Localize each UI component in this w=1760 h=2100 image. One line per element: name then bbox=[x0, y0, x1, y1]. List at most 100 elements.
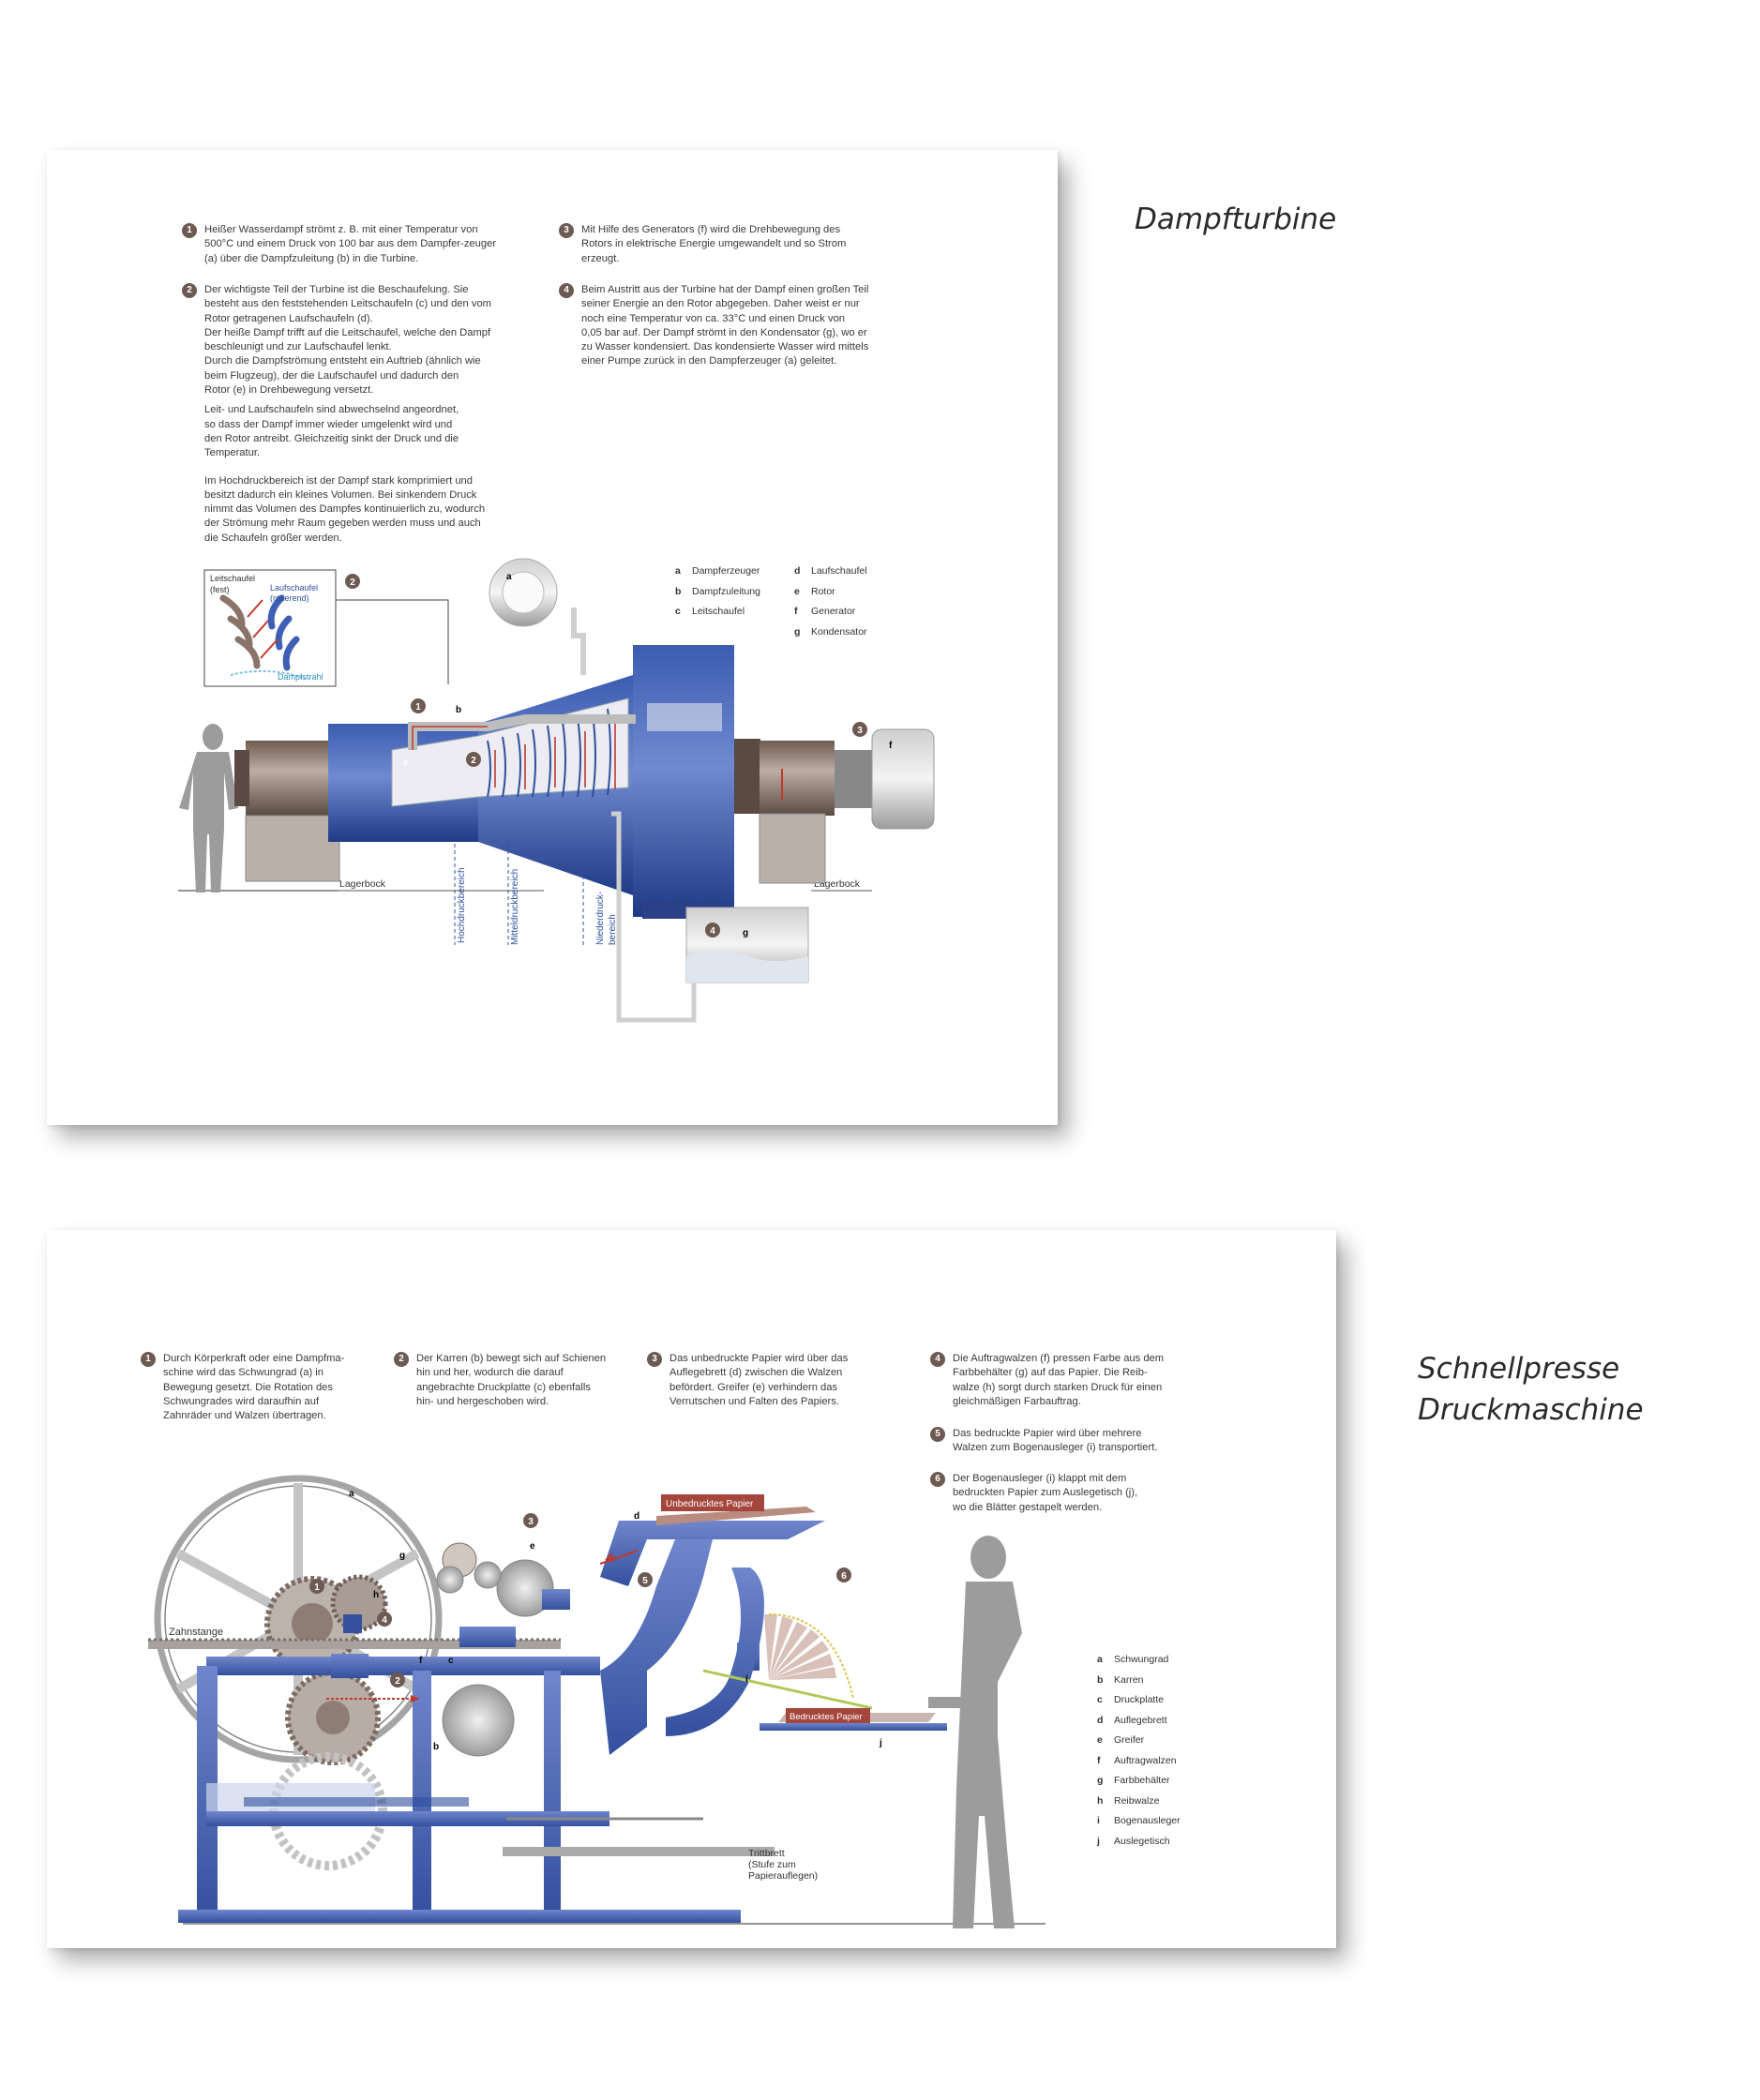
press-sheet: 1 Durch Körperkraft oder eine Dampfma- s… bbox=[47, 1230, 1336, 1948]
niederdruck-label-1: Niederdruck- bbox=[595, 892, 606, 945]
step-text: Der wichtigste Teil der Turbine ist die … bbox=[204, 284, 491, 397]
sheet-delivery-fan bbox=[764, 1614, 836, 1680]
step-text-continued: Leit- und Laufschaufeln sind abwechselnd… bbox=[204, 404, 459, 459]
badge-label: 1 bbox=[415, 702, 421, 712]
step-number-badge: 6 bbox=[930, 1472, 945, 1487]
badge-label: 2 bbox=[471, 756, 476, 766]
press-heading-line2: Druckmaschine bbox=[1418, 1393, 1644, 1427]
rollers bbox=[331, 1542, 570, 1678]
label-b: b bbox=[456, 705, 461, 715]
label-d: d bbox=[634, 1511, 639, 1522]
step-number-badge: 4 bbox=[930, 1352, 945, 1367]
step-number-badge: 5 bbox=[930, 1427, 945, 1442]
label-line: (Stufe zum bbox=[748, 1859, 796, 1870]
press-step-1: 1 Durch Körperkraft oder eine Dampfma- s… bbox=[141, 1352, 355, 1423]
label-line: (fest) bbox=[210, 585, 230, 594]
step-text: Der Bogenausleger (i) klappt mit dem bed… bbox=[953, 1473, 1138, 1513]
press-step-badges: 1 2 3 4 5 6 bbox=[309, 1513, 851, 1688]
badge-label: 5 bbox=[642, 1576, 648, 1586]
niederdruck-label-2: bereich bbox=[608, 914, 618, 945]
step-text: Beim Austritt aus der Turbine hat der Da… bbox=[581, 284, 869, 368]
turbine-sheet: 1 Heißer Wasserdampf strömt z. B. mit ei… bbox=[47, 150, 1058, 1125]
badge-label: 2 bbox=[350, 578, 355, 588]
unbedrucktes-papier-label: Unbedrucktes Papier bbox=[666, 1499, 754, 1509]
press-illustration: a Zahnstange bbox=[148, 1475, 1045, 1928]
step-text: Heißer Wasserdampf strömt z. B. mit eine… bbox=[204, 224, 497, 264]
step-text: Durch Körperkraft oder eine Dampfma- sch… bbox=[163, 1353, 345, 1422]
steam-pipe bbox=[408, 608, 636, 750]
pressure-zone-lines bbox=[454, 844, 584, 945]
label-line: Laufschaufel bbox=[270, 583, 318, 592]
label-a: a bbox=[506, 572, 512, 582]
label-g: g bbox=[399, 1551, 405, 1561]
badge-label: 2 bbox=[395, 1676, 400, 1687]
blade-inset: Leitschaufel(fest) Laufschaufel(rotieren… bbox=[203, 569, 449, 687]
badge-label: 4 bbox=[710, 926, 715, 937]
step-number-badge: 2 bbox=[394, 1352, 409, 1367]
label-e: e bbox=[403, 758, 409, 768]
label-f: f bbox=[889, 741, 893, 751]
steam-generator-boiler: a bbox=[489, 558, 558, 627]
turbine-step-1: 1 Heißer Wasserdampf strömt z. B. mit ei… bbox=[182, 223, 528, 266]
badge-label: 3 bbox=[857, 726, 863, 736]
step-number-badge bbox=[466, 752, 481, 767]
press-step-4: 4 Die Auftragwalzen (f) pressen Farbe au… bbox=[930, 1352, 1206, 1409]
label-line: (rotierend) bbox=[270, 593, 309, 603]
press-step-3: 3 Das unbedruckte Papier wird über das A… bbox=[647, 1352, 890, 1409]
bedrucktes-papier-label: Bedrucktes Papier bbox=[790, 1712, 863, 1722]
step-number-badge: 1 bbox=[182, 223, 197, 238]
generator: f 3 bbox=[734, 722, 935, 884]
step-number-badge: 4 bbox=[559, 283, 574, 298]
label-c: c bbox=[448, 1656, 454, 1666]
label-b: b bbox=[433, 1742, 439, 1752]
turbine-step-4: 4 Beim Austritt aus der Turbine hat der … bbox=[559, 283, 905, 369]
label-e: e bbox=[530, 1541, 535, 1552]
step-number-badge: 2 bbox=[182, 283, 197, 298]
unprinted-paper: Unbedrucktes Papier bbox=[599, 1494, 816, 1565]
turbine-heading: Dampfturbine bbox=[1135, 202, 1337, 236]
step-text: Das unbedruckte Papier wird über das Auf… bbox=[669, 1353, 849, 1407]
step-number-badge bbox=[852, 722, 867, 737]
step-number-badge bbox=[705, 922, 720, 938]
inset-leitschaufel-label: Leitschaufel(fest) bbox=[210, 574, 255, 594]
inset-laufschaufel-label: Laufschaufel(rotierend) bbox=[270, 583, 318, 603]
step-number-badge bbox=[411, 698, 426, 713]
label-f: f bbox=[419, 1656, 423, 1666]
human-silhouette bbox=[928, 1536, 1022, 1928]
turbine-housing bbox=[328, 645, 734, 919]
turbine-step-2: 2 Der wichtigste Teil der Turbine ist di… bbox=[182, 283, 528, 546]
turbine-step-3: 3 Mit Hilfe des Generators (f) wird die … bbox=[559, 223, 905, 266]
hochdruck-label: Hochdruckbereich bbox=[457, 867, 467, 943]
human-silhouette bbox=[179, 724, 238, 892]
label-j: j bbox=[879, 1738, 882, 1748]
press-step-6: 6 Der Bogenausleger (i) klappt mit dem b… bbox=[930, 1472, 1206, 1515]
turbine-illustration: Leitschaufel(fest) Laufschaufel(rotieren… bbox=[178, 558, 935, 1023]
badge-label: 1 bbox=[314, 1582, 320, 1593]
step-number-badge: 1 bbox=[141, 1352, 156, 1367]
step-text: Das bedruckte Papier wird über mehrere W… bbox=[953, 1428, 1158, 1454]
badge-label: 4 bbox=[382, 1615, 387, 1626]
left-bearing bbox=[234, 741, 340, 882]
label-i: i bbox=[745, 1674, 748, 1685]
step-text: Mit Hilfe des Generators (f) wird die Dr… bbox=[581, 224, 847, 264]
label-g: g bbox=[743, 928, 748, 938]
condenser: g 4 bbox=[611, 811, 809, 1023]
badge-label: 6 bbox=[841, 1571, 847, 1582]
label-h: h bbox=[373, 1590, 379, 1600]
